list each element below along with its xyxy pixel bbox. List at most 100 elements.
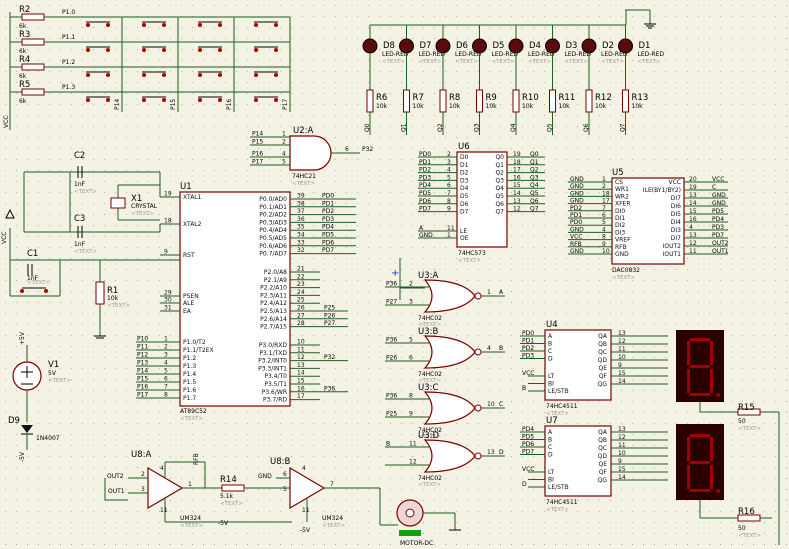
led-part: LED-RED — [638, 51, 665, 58]
u1-pin-name: P2.0/A8 — [264, 269, 287, 276]
u7-pin-num: 9 — [618, 458, 622, 465]
u3-nor-bubble — [474, 452, 482, 460]
u3-nor-body — [423, 391, 476, 425]
u6-pin-num: 3 — [447, 159, 451, 166]
u5-pin-name: DI1 — [615, 215, 625, 222]
key-contact — [86, 48, 90, 52]
u8b-pin-out: 7 — [330, 481, 334, 488]
u6-ctrl-net: GND — [419, 232, 433, 239]
r16-value: 50 — [738, 525, 746, 532]
led-resistor-ref: R8 — [449, 93, 460, 103]
u5-right-net: PD5 — [712, 208, 724, 215]
u4-pin-name: B — [548, 341, 552, 348]
u6-q-net: Q6 — [530, 198, 539, 205]
u4-pin-name: A — [548, 333, 553, 340]
u5-right-net: GND — [712, 200, 726, 207]
u5-left-net: GND — [570, 226, 584, 233]
u2a-part: 74HC21 — [292, 173, 316, 180]
u1-pin-num: 1 — [164, 336, 168, 343]
u5-pin-name: CS — [615, 179, 623, 186]
u1-pin-num: 32 — [297, 247, 305, 254]
u1-pin-name: P2.4/A12 — [260, 300, 287, 307]
u4-pin-num: 11 — [618, 346, 626, 353]
u1-text: <TEXT> — [180, 416, 203, 422]
u1-pin-name: EA — [183, 308, 192, 315]
u5-left-net: GND — [570, 198, 584, 205]
u3-out-pin: 10 — [487, 401, 495, 408]
u4-text: <TEXT> — [546, 411, 569, 417]
u4-pin-name: LT — [548, 373, 555, 380]
u8a-in-minus: OUT2 — [107, 473, 124, 480]
oscillator-circuit: C2 1nF <TEXT> C3 1nF <TEXT> X1 CRYSTAL <… — [23, 151, 180, 255]
u8b-pin-minus: 6 — [283, 471, 287, 478]
u4-body — [544, 329, 612, 401]
u1-p1-net: P11 — [137, 344, 148, 351]
u5-pin-name: VCC — [669, 179, 681, 186]
v1-value: 5V — [48, 370, 57, 377]
u1-pin-num: 8 — [164, 392, 168, 399]
u1-pin-name: P1.0/T2 — [183, 339, 206, 346]
u6-pin-name: LE — [460, 228, 467, 235]
led-bank: D8LED-RED<TEXT>D7LED-RED<TEXT>D6LED-RED<… — [362, 10, 665, 135]
u1-p1-net: P17 — [137, 392, 148, 399]
u6-q-net: Q1 — [530, 159, 539, 166]
u6-pin-num: 5 — [447, 174, 451, 181]
u6-d-net: PD3 — [419, 174, 431, 181]
u5-pin-name: DI3 — [615, 229, 625, 236]
keypad-vcc: VCC — [3, 116, 10, 128]
u1-pin-num: 30 — [164, 297, 172, 304]
u3-pin-num: 9 — [409, 411, 413, 418]
u4-part: 74HC4511 — [546, 403, 578, 410]
u5-pin-name: XFER — [615, 201, 631, 208]
u8a-pin-minus: 2 — [141, 471, 145, 478]
keypad-resistor-ref: R4 — [19, 55, 30, 65]
u3-part: 74HC02 — [418, 371, 442, 378]
led-resistor-ref: R9 — [486, 93, 497, 103]
u6-part: 74HC573 — [458, 250, 486, 257]
u2a-pin-num: 5 — [282, 159, 286, 166]
v1-text: <TEXT> — [48, 378, 71, 384]
u6-q-net: Q4 — [530, 182, 539, 189]
u6-pin-num: 1 — [447, 232, 451, 239]
u3-nor-bubble — [474, 292, 482, 300]
segment — [690, 461, 710, 464]
u7-in-net: PD4 — [522, 426, 534, 433]
u6-pin-num: 13 — [513, 198, 521, 205]
u3-pin-num: 6 — [409, 355, 413, 362]
u3-ref: U3:A — [418, 271, 438, 281]
u3-out-pin: 4 — [487, 345, 491, 352]
segment — [690, 338, 710, 341]
u4-pin-num: 14 — [618, 378, 626, 385]
u1-pin-num: 6 — [164, 376, 168, 383]
u5-pin-name: DI3 — [671, 227, 681, 234]
u3-in-net: P26 — [386, 355, 397, 362]
u6-q-net: Q2 — [530, 167, 539, 174]
u7-part: 74HC4511 — [546, 499, 578, 506]
u5-pin-name: VREF — [615, 237, 631, 244]
u1-pin-num: 35 — [297, 224, 305, 231]
led-ref: D7 — [420, 41, 432, 51]
c2-text: <TEXT> — [74, 189, 97, 195]
led-resistor-ref: R12 — [595, 93, 612, 103]
u1-p2-net: P26 — [324, 312, 335, 319]
u7-pin-name: C — [548, 444, 552, 451]
u5-right-net: PD4 — [712, 216, 724, 223]
u4-in-net: PD3 — [522, 353, 534, 360]
c1-text: <TEXT> — [27, 280, 50, 286]
u1-pin-name: P0.1/AD1 — [259, 204, 287, 211]
u8a-rfb: RFB — [193, 453, 200, 465]
key-contact — [198, 98, 202, 102]
u5-pin-name: DI2 — [615, 222, 625, 229]
u5-part: DAC0832 — [612, 267, 640, 274]
u1-pin-num: 2 — [164, 344, 168, 351]
key-contact — [142, 48, 146, 52]
u3-nor-bubble — [474, 348, 482, 356]
